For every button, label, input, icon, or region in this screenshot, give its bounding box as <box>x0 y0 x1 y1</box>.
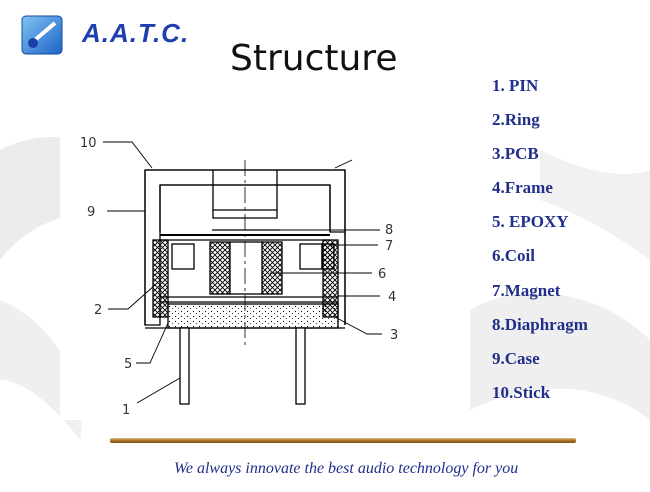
brand-name: A.A.T.C. <box>82 18 190 48</box>
callout-5: 5 <box>124 357 132 372</box>
magnet <box>171 241 323 295</box>
parts-legend: 1. PIN 2.Ring 3.PCB 4.Frame 5. EPOXY 6.C… <box>492 72 588 413</box>
footer-tagline: We always innovate the best audio techno… <box>174 460 519 477</box>
ring <box>152 239 169 318</box>
callout-4: 4 <box>388 290 396 305</box>
legend-item: 2.Ring <box>492 110 540 130</box>
callout-7: 7 <box>385 239 393 254</box>
legend-item: 3.PCB <box>492 144 539 164</box>
legend-item: 6.Coil <box>492 246 535 266</box>
pcb <box>167 303 339 329</box>
callout-3: 3 <box>390 328 398 343</box>
legend-item: 5. EPOXY <box>492 212 569 232</box>
callout-6: 6 <box>378 267 386 282</box>
legend-item: 4.Frame <box>492 178 553 198</box>
coil <box>321 243 335 270</box>
slide-title: Structure <box>230 38 398 79</box>
legend-item: 8.Diaphragm <box>492 314 588 334</box>
legend-item: 9.Case <box>492 348 540 368</box>
legend-item: 1. PIN <box>492 76 539 95</box>
callout-labels: 10 9 8 7 6 4 3 2 5 1 <box>80 136 398 418</box>
leader-lines <box>103 141 382 404</box>
callout-10: 10 <box>80 136 97 151</box>
legend-item: 7.Magnet <box>492 280 561 300</box>
legend-item: 10.Stick <box>492 382 551 402</box>
callout-9: 9 <box>87 205 95 220</box>
pins <box>179 327 306 405</box>
callout-8: 8 <box>385 223 393 238</box>
aatc-logo-icon <box>21 15 63 55</box>
callout-2: 2 <box>94 303 102 318</box>
footer-divider <box>110 438 576 443</box>
structure-diagram: 10 9 8 7 6 4 3 2 5 1 <box>60 125 460 420</box>
callout-1: 1 <box>122 403 130 418</box>
